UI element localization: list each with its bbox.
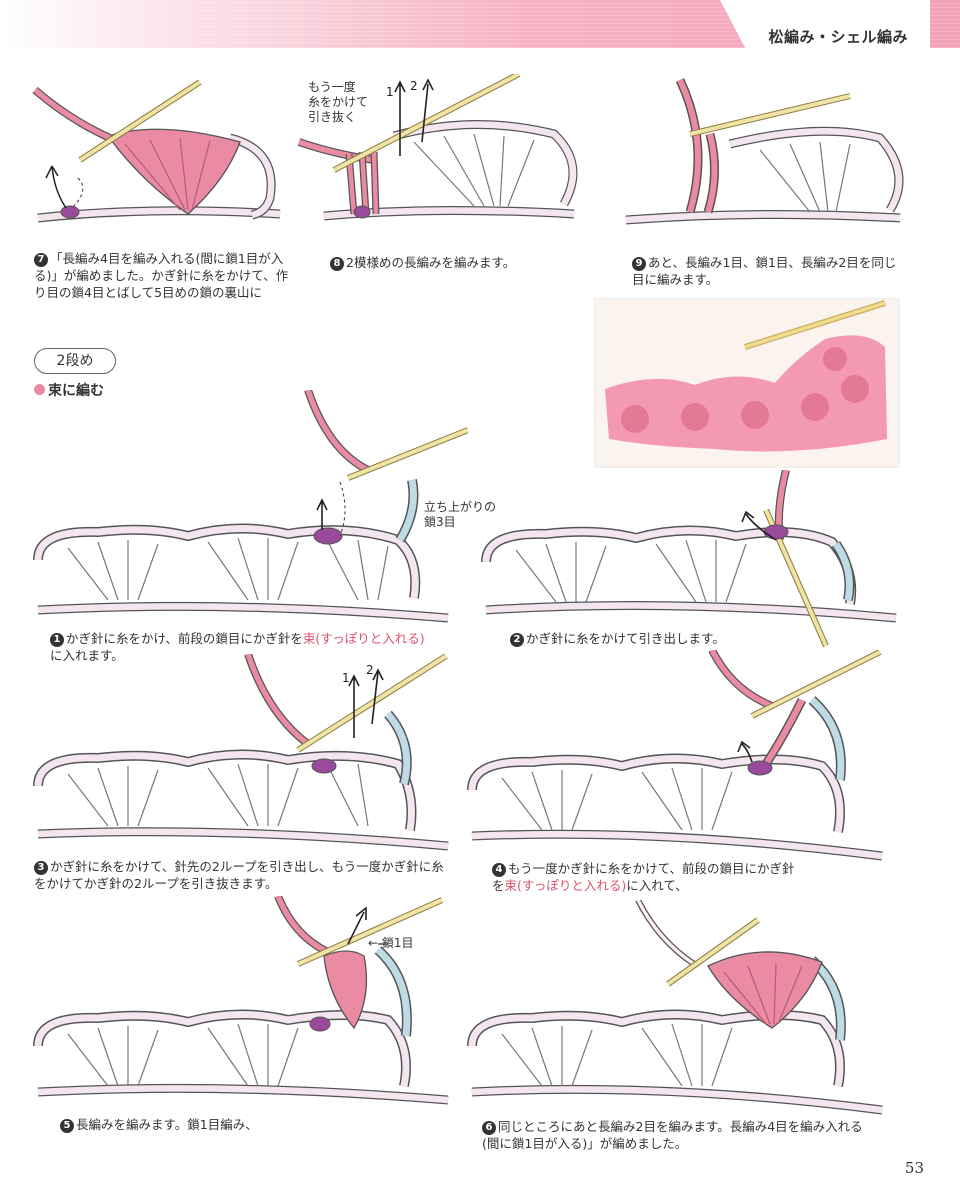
row-label: 2段め (34, 348, 116, 374)
annotation-step-8: もう一度 糸をかけて 引き抜く (308, 80, 368, 125)
diagram-row2-step-3: 1 2 (28, 654, 458, 864)
caption-step-7: 7「長編み4目を編み入れる(間に鎖1目が入る)」が編めました。かぎ針に糸をかけて… (34, 250, 292, 301)
page-number: 53 (905, 1159, 924, 1177)
diagram-row2-step-5 (28, 896, 458, 1116)
annotation-step-5: ← 鎖1目 (368, 936, 414, 951)
svg-text:2: 2 (366, 663, 374, 677)
diagram-row2-step-6 (462, 900, 892, 1120)
arrow-label-2: 2 (410, 79, 418, 93)
diagram-step-9 (620, 74, 910, 244)
diagram-step-7 (30, 80, 290, 240)
diagram-row2-step-2 (476, 470, 926, 650)
diagram-row2-step-1 (28, 390, 468, 630)
svg-text:1: 1 (342, 671, 350, 685)
page-title: 松編み・シェル編み (768, 26, 908, 47)
photo-swatch (594, 298, 900, 468)
diagram-row2-step-4 (462, 650, 892, 865)
arrow-label-1: 1 (386, 85, 394, 99)
